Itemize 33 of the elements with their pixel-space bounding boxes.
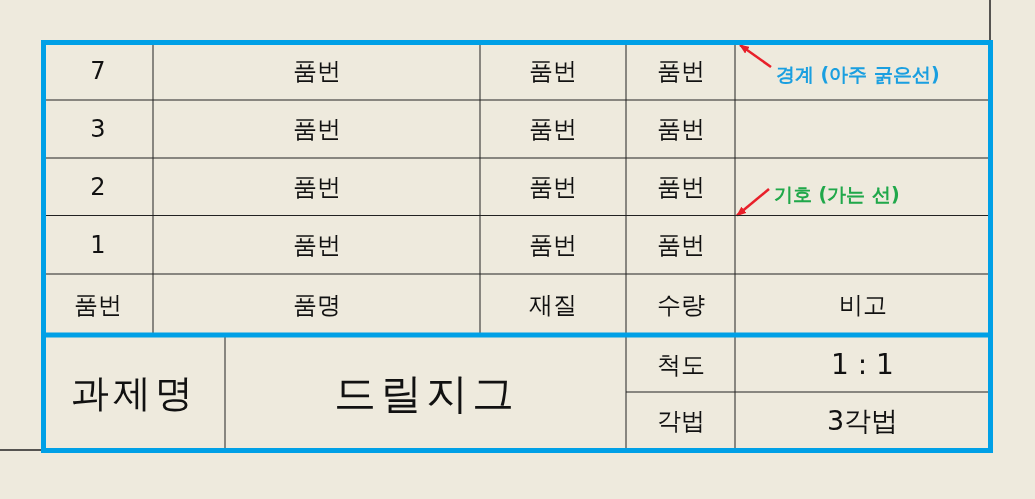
table-text: 품번 bbox=[656, 230, 705, 261]
title-block-frame bbox=[40, 39, 993, 453]
table-text: 과제명 bbox=[71, 370, 197, 417]
callout-text: 기호 (가는 선) bbox=[774, 182, 900, 207]
table-text: 3각법 bbox=[826, 404, 899, 438]
table-text: 품번 bbox=[292, 56, 341, 87]
table-text: 1 : 1 bbox=[831, 348, 894, 381]
table-text: 3 bbox=[90, 115, 106, 143]
table-text: 품번 bbox=[74, 289, 122, 321]
table-text: 품번 bbox=[656, 114, 705, 145]
table-text: 품번 bbox=[529, 230, 577, 261]
table-text: 비고 bbox=[838, 289, 887, 321]
table-text: 품명 bbox=[292, 289, 341, 321]
leader-arrow bbox=[736, 188, 770, 217]
table-text: 각법 bbox=[656, 406, 705, 437]
table-text: 7 bbox=[90, 57, 106, 85]
table-text: 품번 bbox=[529, 114, 577, 145]
table-text: 품번 bbox=[529, 56, 577, 87]
leader-arrow bbox=[739, 44, 772, 68]
table-text: 수량 bbox=[656, 289, 705, 321]
table-text: 품번 bbox=[656, 56, 705, 87]
thin-rule bbox=[45, 214, 988, 216]
table-text: 품번 bbox=[292, 172, 341, 203]
table-text: 재질 bbox=[529, 289, 577, 321]
table-text: 품번 bbox=[292, 230, 341, 261]
table-text: 품번 bbox=[656, 172, 705, 203]
table-text: 2 bbox=[90, 173, 106, 201]
table-text: 드릴지그 bbox=[333, 367, 518, 420]
callout-text: 경계 (아주 굵은선) bbox=[776, 62, 940, 87]
table-text: 품번 bbox=[529, 172, 577, 203]
table-text: 1 bbox=[90, 231, 106, 259]
table-text: 품번 bbox=[292, 114, 341, 145]
table-text: 척도 bbox=[656, 349, 705, 381]
